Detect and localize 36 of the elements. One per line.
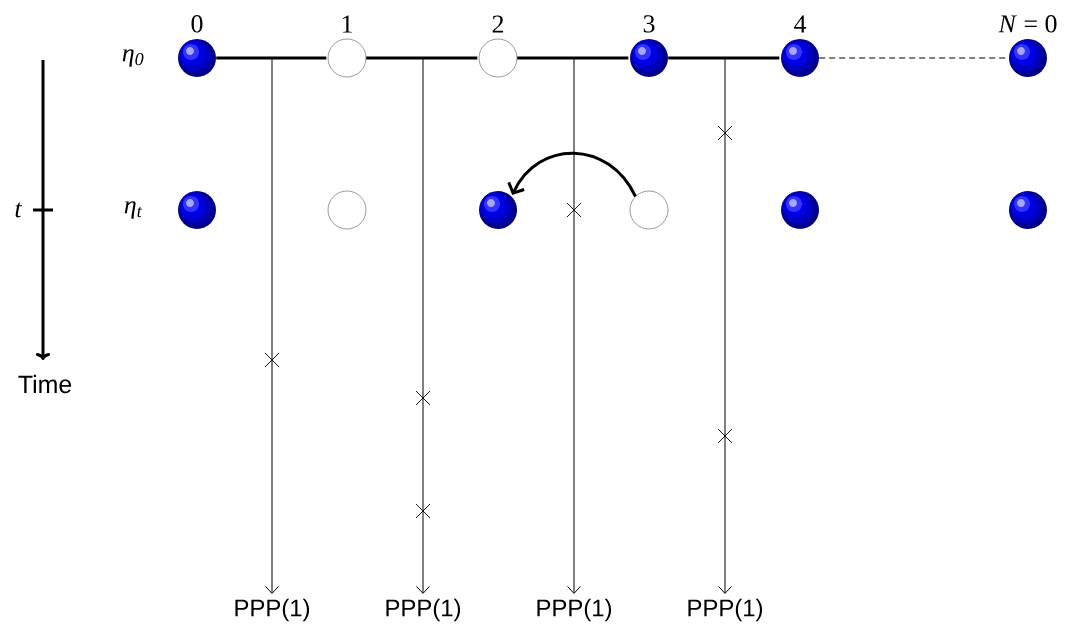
process-label: PPP(1) bbox=[537, 598, 612, 622]
filled-site bbox=[178, 39, 216, 77]
arrow bbox=[265, 57, 279, 594]
axis-label: η$_{0}$ bbox=[120, 48, 146, 68]
filled-site bbox=[1009, 191, 1047, 229]
filled-site bbox=[781, 191, 819, 229]
arrow bbox=[718, 57, 732, 594]
site-label: N = 0 bbox=[998, 15, 1057, 33]
axis-label: Time bbox=[16, 373, 74, 395]
connector-line bbox=[668, 56, 780, 60]
site-label: 2 bbox=[492, 15, 504, 33]
process-label: PPP(1) bbox=[235, 598, 310, 622]
site-label: 4 bbox=[794, 15, 807, 33]
arrow bbox=[416, 57, 430, 594]
filled-site bbox=[781, 39, 819, 77]
filled-site bbox=[178, 191, 216, 229]
empty-site bbox=[629, 190, 669, 230]
filled-site bbox=[630, 39, 668, 77]
empty-site bbox=[327, 38, 367, 78]
filled-site bbox=[1009, 39, 1047, 77]
empty-site bbox=[478, 38, 518, 78]
empty-site bbox=[327, 190, 367, 230]
process-label: PPP(1) bbox=[386, 598, 461, 622]
site-label: 0 bbox=[191, 15, 203, 33]
connector-line bbox=[517, 56, 629, 60]
axis-label: η$_{t}$ bbox=[122, 200, 144, 220]
arrow bbox=[507, 151, 637, 198]
connector-line bbox=[216, 56, 327, 60]
connector-line bbox=[818, 57, 1008, 59]
axis-label: t bbox=[13, 201, 23, 219]
process-label: PPP(1) bbox=[688, 598, 763, 622]
site-label: 1 bbox=[342, 15, 352, 33]
connector-line bbox=[366, 56, 478, 60]
filled-site bbox=[479, 191, 517, 229]
arrow bbox=[567, 57, 581, 594]
site-label: 3 bbox=[643, 15, 655, 33]
